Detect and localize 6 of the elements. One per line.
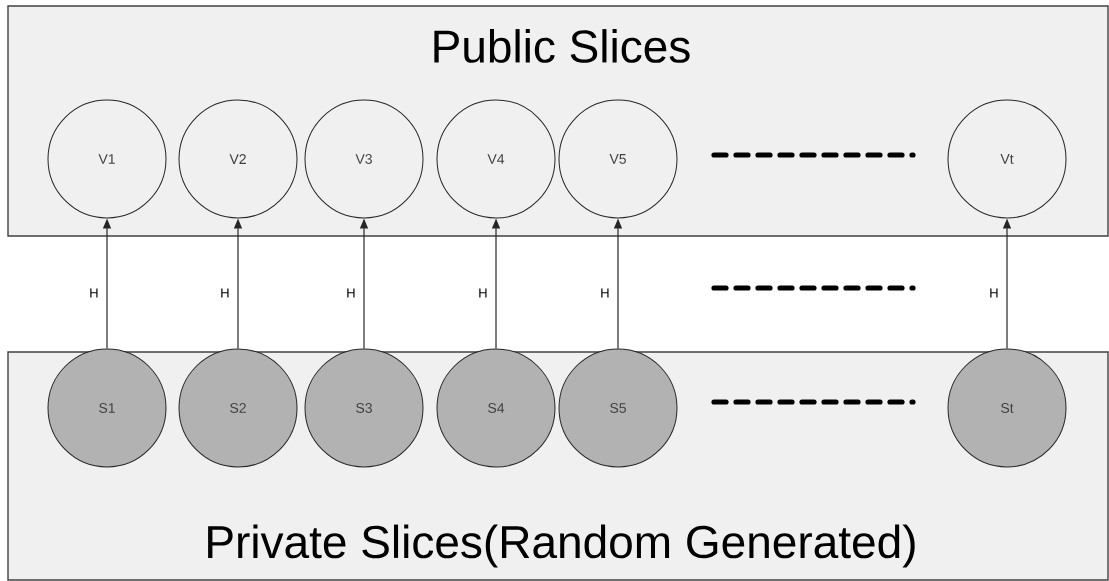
edge-label: H [476, 286, 490, 300]
edge-label: H [987, 286, 1001, 300]
edge-label: H [87, 286, 101, 300]
edge-label: H [344, 286, 358, 300]
edge-label: H [218, 286, 232, 300]
edge-label: H [598, 286, 612, 300]
